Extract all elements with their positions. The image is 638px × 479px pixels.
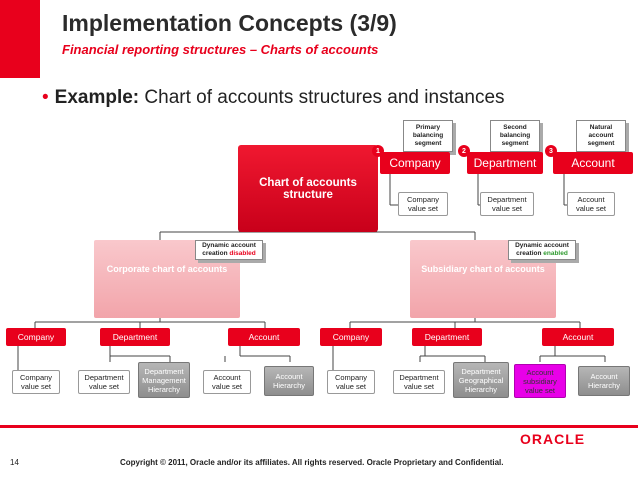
page-subtitle: Financial reporting structures – Charts … [62, 42, 379, 57]
segment-department-value-set: Department value set [480, 192, 534, 216]
corporate-department-value-set: Department value set [78, 370, 130, 394]
segment-company-value-set: Company value set [398, 192, 448, 216]
corporate-segment-account: Account [228, 328, 300, 346]
segment-account: Account [553, 152, 633, 174]
corporate-account-hierarchy: Account Hierarchy [264, 366, 314, 396]
segment-company: Company [380, 152, 450, 174]
subsidiary-dynamic-note: Dynamic account creation enabled [508, 240, 576, 260]
subsidiary-dynamic-note-state: enabled [543, 250, 568, 257]
subsidiary-department-hierarchy: Department Geographical Hierarchy [453, 362, 509, 398]
subsidiary-segment-company: Company [320, 328, 382, 346]
corporate-segment-department: Department [100, 328, 170, 346]
subsidiary-dynamic-note-prefix: Dynamic account creation [515, 242, 569, 257]
corporate-dynamic-note: Dynamic account creation disabled [195, 240, 263, 260]
corporate-dynamic-note-state: disabled [229, 250, 256, 257]
subsidiary-account-hierarchy: Account Hierarchy [578, 366, 630, 396]
bullet-dot-icon: • [42, 87, 49, 108]
segment-note-1: Primary balancing segment [403, 120, 453, 152]
subsidiary-department-value-set: Department value set [393, 370, 445, 394]
corporate-segment-company: Company [6, 328, 66, 346]
corporate-company-value-set: Company value set [12, 370, 60, 394]
segment-account-value-set: Account value set [567, 192, 615, 216]
oracle-logo: ORACLE [520, 431, 586, 447]
segment-department: Department [467, 152, 543, 174]
corporate-dynamic-note-prefix: Dynamic account creation [202, 242, 256, 257]
page-title: Implementation Concepts (3/9) [62, 10, 397, 36]
example-bullet: •Example: Chart of accounts structures a… [42, 87, 505, 109]
segment-note-3: Natural account segment [576, 120, 626, 152]
subsidiary-segment-department: Department [412, 328, 482, 346]
footer-rule [0, 425, 638, 428]
bullet-lead: Example: [54, 87, 140, 108]
chart-of-accounts-structure-box: Chart of accounts structure [238, 145, 378, 232]
bullet-text: Chart of accounts structures and instanc… [144, 87, 505, 108]
subsidiary-company-value-set: Company value set [327, 370, 375, 394]
subsidiary-segment-account: Account [542, 328, 614, 346]
page-number: 14 [10, 458, 19, 467]
copyright-text: Copyright © 2011, Oracle and/or its affi… [120, 458, 504, 467]
segment-note-2: Second balancing segment [490, 120, 540, 152]
corporate-department-hierarchy: Department Management Hierarchy [138, 362, 190, 398]
title-accent-bar [0, 0, 40, 78]
corporate-account-value-set: Account value set [203, 370, 251, 394]
subsidiary-account-value-set: Account subsidiary value set [514, 364, 566, 398]
